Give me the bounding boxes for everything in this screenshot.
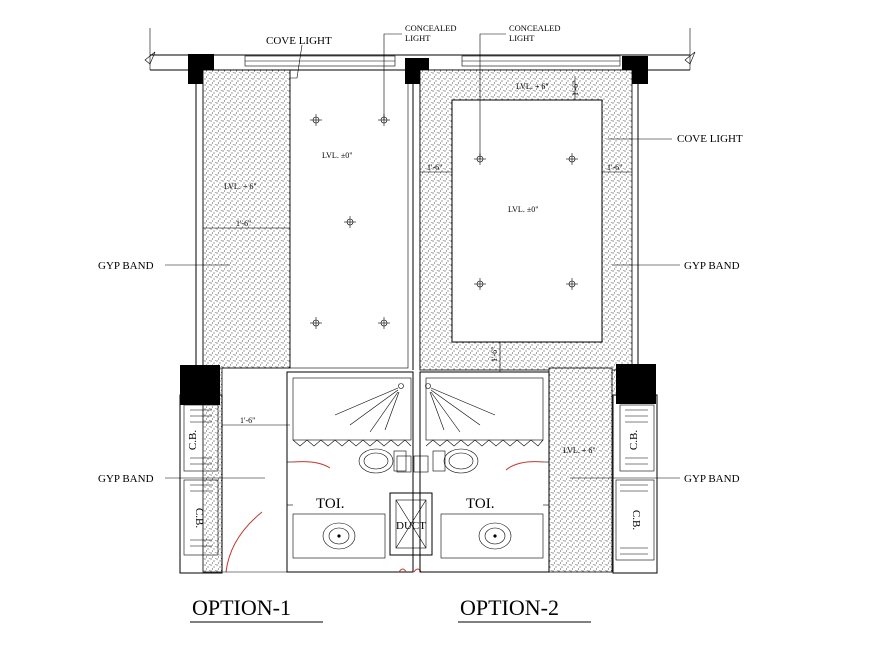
concealed-light-label-2: CONCEALED <box>509 23 560 33</box>
gyp-band-option-1 <box>202 69 291 573</box>
column-mid-left <box>180 365 220 405</box>
cb-label-left-lower: C.B. <box>193 508 205 528</box>
dimension-label: 1'-6" <box>236 219 251 228</box>
gyp-band-label-left-lower: GYP BAND <box>98 473 154 485</box>
dimension-label: 1'-6" <box>490 347 499 362</box>
cb-label-left-upper: C.B. <box>187 430 199 450</box>
concealed-light-label-1b: LIGHT <box>405 33 431 43</box>
downlights-option-2 <box>474 153 578 290</box>
cb-label-right-upper: C.B. <box>628 430 640 450</box>
cove-light-label-right: COVE LIGHT <box>677 133 743 145</box>
downlights-option-1 <box>310 114 390 329</box>
cb-label-right-lower: C.B. <box>630 510 642 530</box>
toilet-label-left: TOI. <box>316 496 344 512</box>
toilet-label-right: TOI. <box>466 496 494 512</box>
duct-label: DUCT <box>396 520 426 532</box>
level-label-left-band: LVL. + 6" <box>224 182 257 191</box>
cove-light-label-left: COVE LIGHT <box>266 35 332 47</box>
dimension-label: 1'-6" <box>240 416 255 425</box>
level-label-right-band-top: LVL. + 6" <box>516 82 549 91</box>
option-2-title: OPTION-2 <box>460 595 559 620</box>
concealed-light-label-1: CONCEALED <box>405 23 456 33</box>
dimension-label: 1'-6" <box>571 81 580 96</box>
gyp-band-label-right-lower: GYP BAND <box>684 473 740 485</box>
level-label-left-ceiling: LVL. ±0" <box>322 151 352 160</box>
option-1-plan <box>165 33 414 574</box>
concealed-light-label-2b: LIGHT <box>509 33 535 43</box>
level-label-right-ceiling: LVL. ±0" <box>508 205 538 214</box>
dimension-label: 1'-6" <box>607 163 622 172</box>
dimension-label: 1'-6" <box>427 163 442 172</box>
option-1-title: OPTION-1 <box>192 595 291 620</box>
column-mid-right <box>616 364 656 404</box>
gyp-band-label-right-upper: GYP BAND <box>684 260 740 272</box>
gyp-band-label-left-upper: GYP BAND <box>98 260 154 272</box>
option-2-plan <box>419 33 680 574</box>
level-label-right-toilet: LVL. + 6" <box>563 446 596 455</box>
duct <box>389 455 433 573</box>
